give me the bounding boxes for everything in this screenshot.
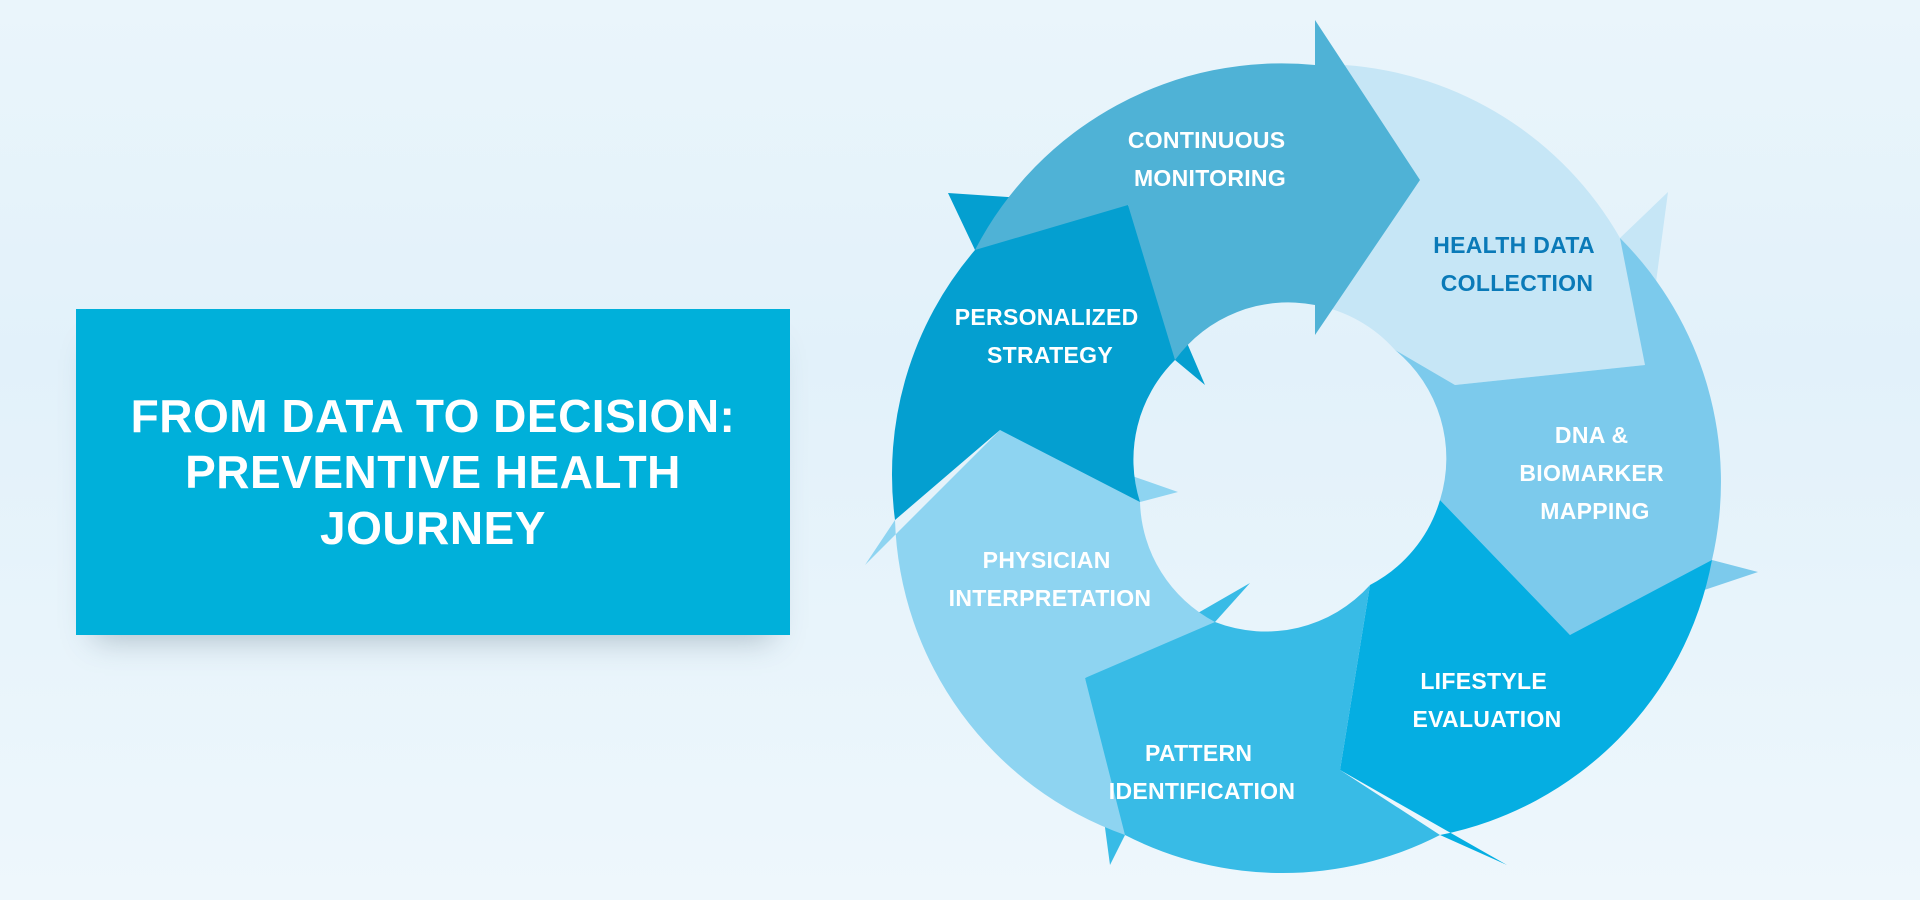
segment-dna-biomarker-mapping [1395, 238, 1758, 635]
segment-lifestyle-evaluation [1340, 500, 1712, 865]
segment-personalized-strategy [891, 193, 1205, 520]
segment-continuous-monitoring [975, 20, 1420, 360]
segment-health-data-collection [1315, 65, 1668, 385]
label-pattern-identification: PATTERN IDENTIFICATION [1109, 740, 1295, 804]
label-continuous-monitoring: CONTINUOUS MONITORING [1128, 127, 1292, 191]
title-line-1: FROM DATA TO DECISION: [130, 390, 736, 442]
label-physician-interpretation: PHYSICIAN INTERPRETATION [949, 547, 1152, 611]
title-line-2: PREVENTIVE HEALTH [185, 446, 681, 498]
label-health-data-collection: HEALTH DATA COLLECTION [1433, 232, 1601, 296]
label-dna-biomarker-mapping: DNA & BIOMARKER MAPPING [1519, 422, 1670, 524]
title-line-3: JOURNEY [320, 502, 546, 554]
label-personalized-strategy: PERSONALIZED STRATEGY [955, 304, 1146, 368]
segment-physician-interpretation [865, 430, 1215, 835]
segment-pattern-identification [1085, 583, 1440, 874]
label-lifestyle-evaluation: LIFESTYLE EVALUATION [1412, 668, 1561, 732]
title-banner: FROM DATA TO DECISION: PREVENTIVE HEALTH… [76, 309, 790, 635]
